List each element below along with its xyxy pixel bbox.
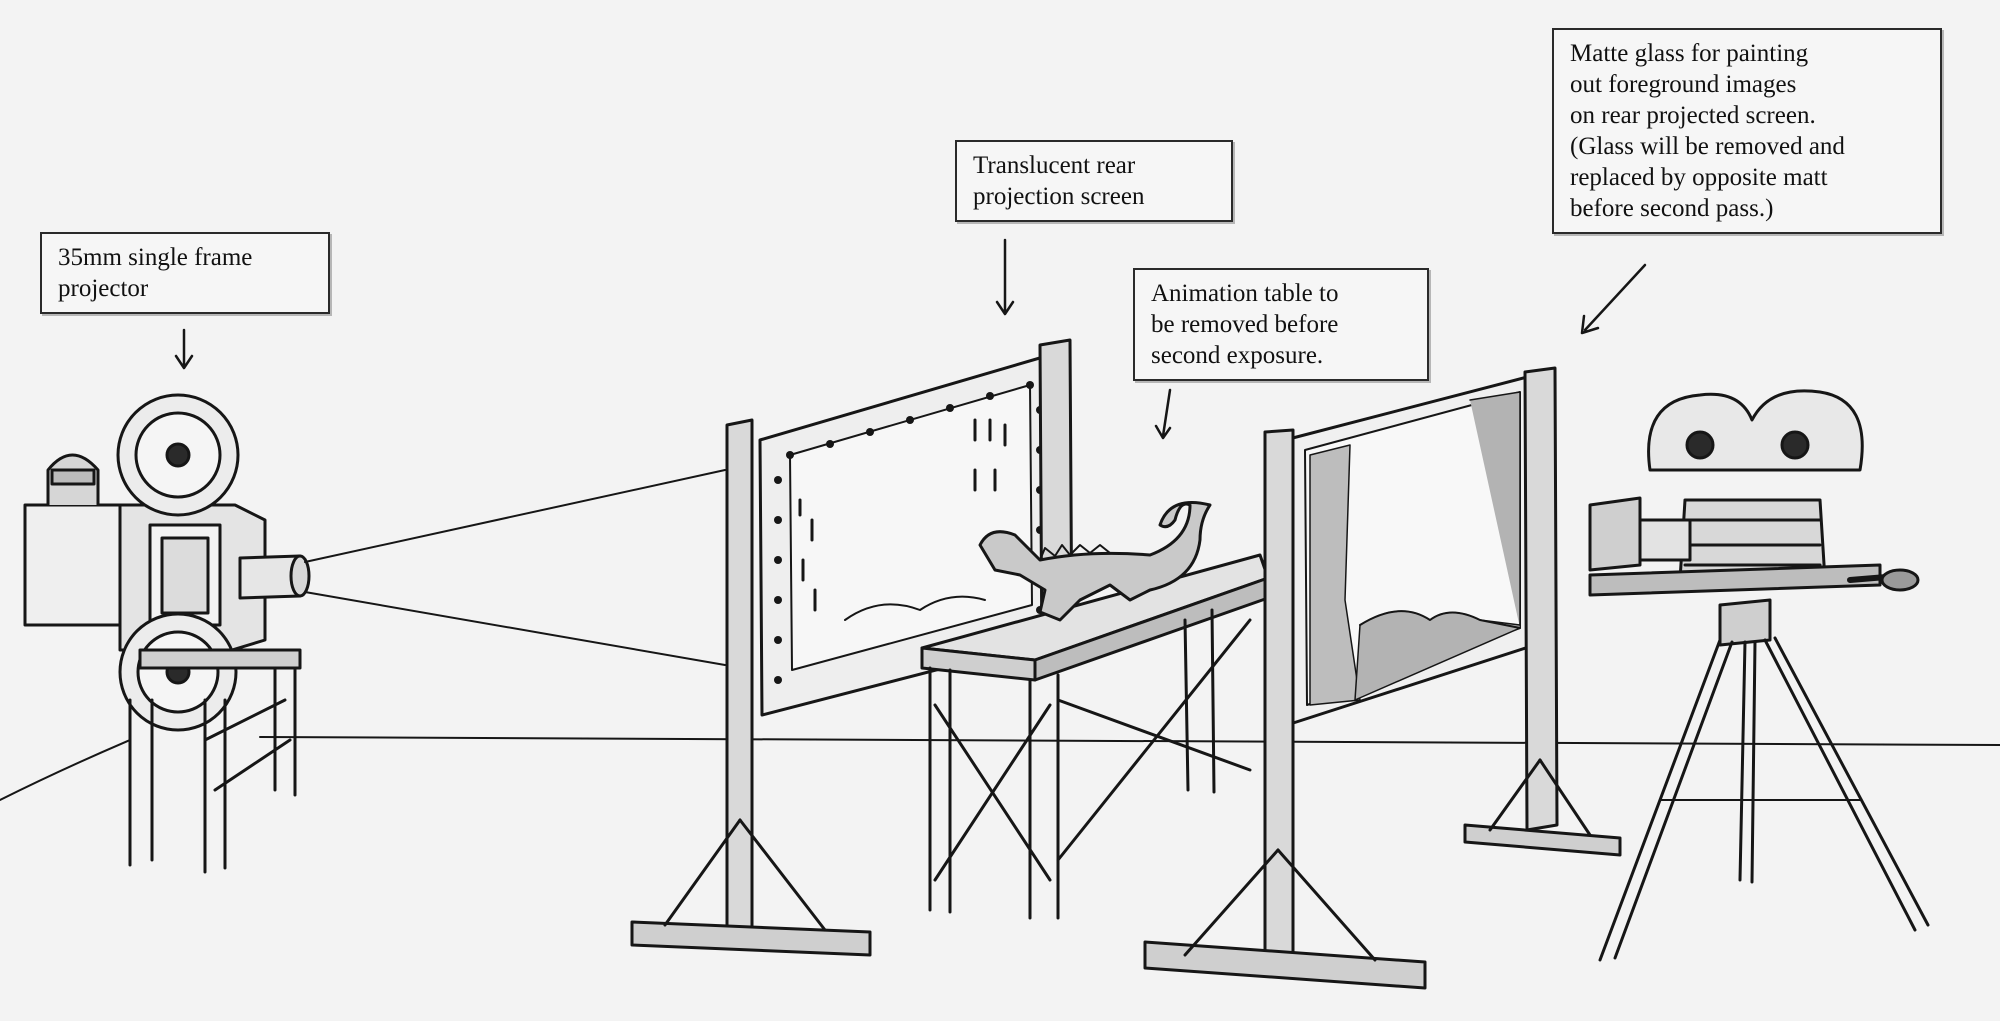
- projector-label-line: projector: [58, 275, 149, 302]
- projector-arrow-icon: [174, 328, 194, 370]
- animation-table-label-line: second exposure.: [1151, 342, 1324, 369]
- projection-beam: [304, 469, 726, 666]
- matte-glass-label: Matte glass for painting out foreground …: [1552, 28, 1942, 234]
- rear-screen-label-line: projection screen: [973, 183, 1145, 210]
- leader-arrows: [174, 238, 1647, 440]
- animation-table-label-line: be removed before: [1151, 311, 1339, 338]
- matte-glass-label-line: out foreground images: [1570, 71, 1797, 98]
- matte-glass-label-line: before second pass.): [1570, 195, 1774, 222]
- floor-lines: [0, 736, 2000, 801]
- matte-glass-label-line: (Glass will be removed and: [1570, 133, 1845, 160]
- projector-label: 35mm single frame projector: [40, 232, 330, 314]
- matte-glass-label-line: Matte glass for painting: [1570, 40, 1809, 67]
- animation-table-label: Animation table to be removed before sec…: [1133, 268, 1429, 381]
- rear-screen-label-line: Translucent rear: [973, 152, 1136, 179]
- projector-icon: [23, 393, 311, 874]
- animation-table-arrow-icon: [1154, 388, 1172, 440]
- dinosaur-model-icon: [978, 501, 1212, 622]
- rear-screen-arrow-icon: [995, 238, 1015, 316]
- matte-glass-frame-icon: [1143, 366, 1622, 990]
- rear-screen-label: Translucent rear projection screen: [955, 140, 1233, 222]
- projector-label-line: 35mm single frame: [58, 244, 253, 271]
- tripod-icon: [1598, 598, 1930, 962]
- matte-glass-arrow-icon: [1580, 263, 1647, 335]
- matte-glass-label-line: replaced by opposite matt: [1570, 164, 1828, 191]
- matte-glass-label-line: on rear projected screen.: [1570, 102, 1816, 129]
- movie-camera-icon: [1588, 389, 1920, 597]
- animation-table-label-line: Animation table to: [1151, 280, 1339, 307]
